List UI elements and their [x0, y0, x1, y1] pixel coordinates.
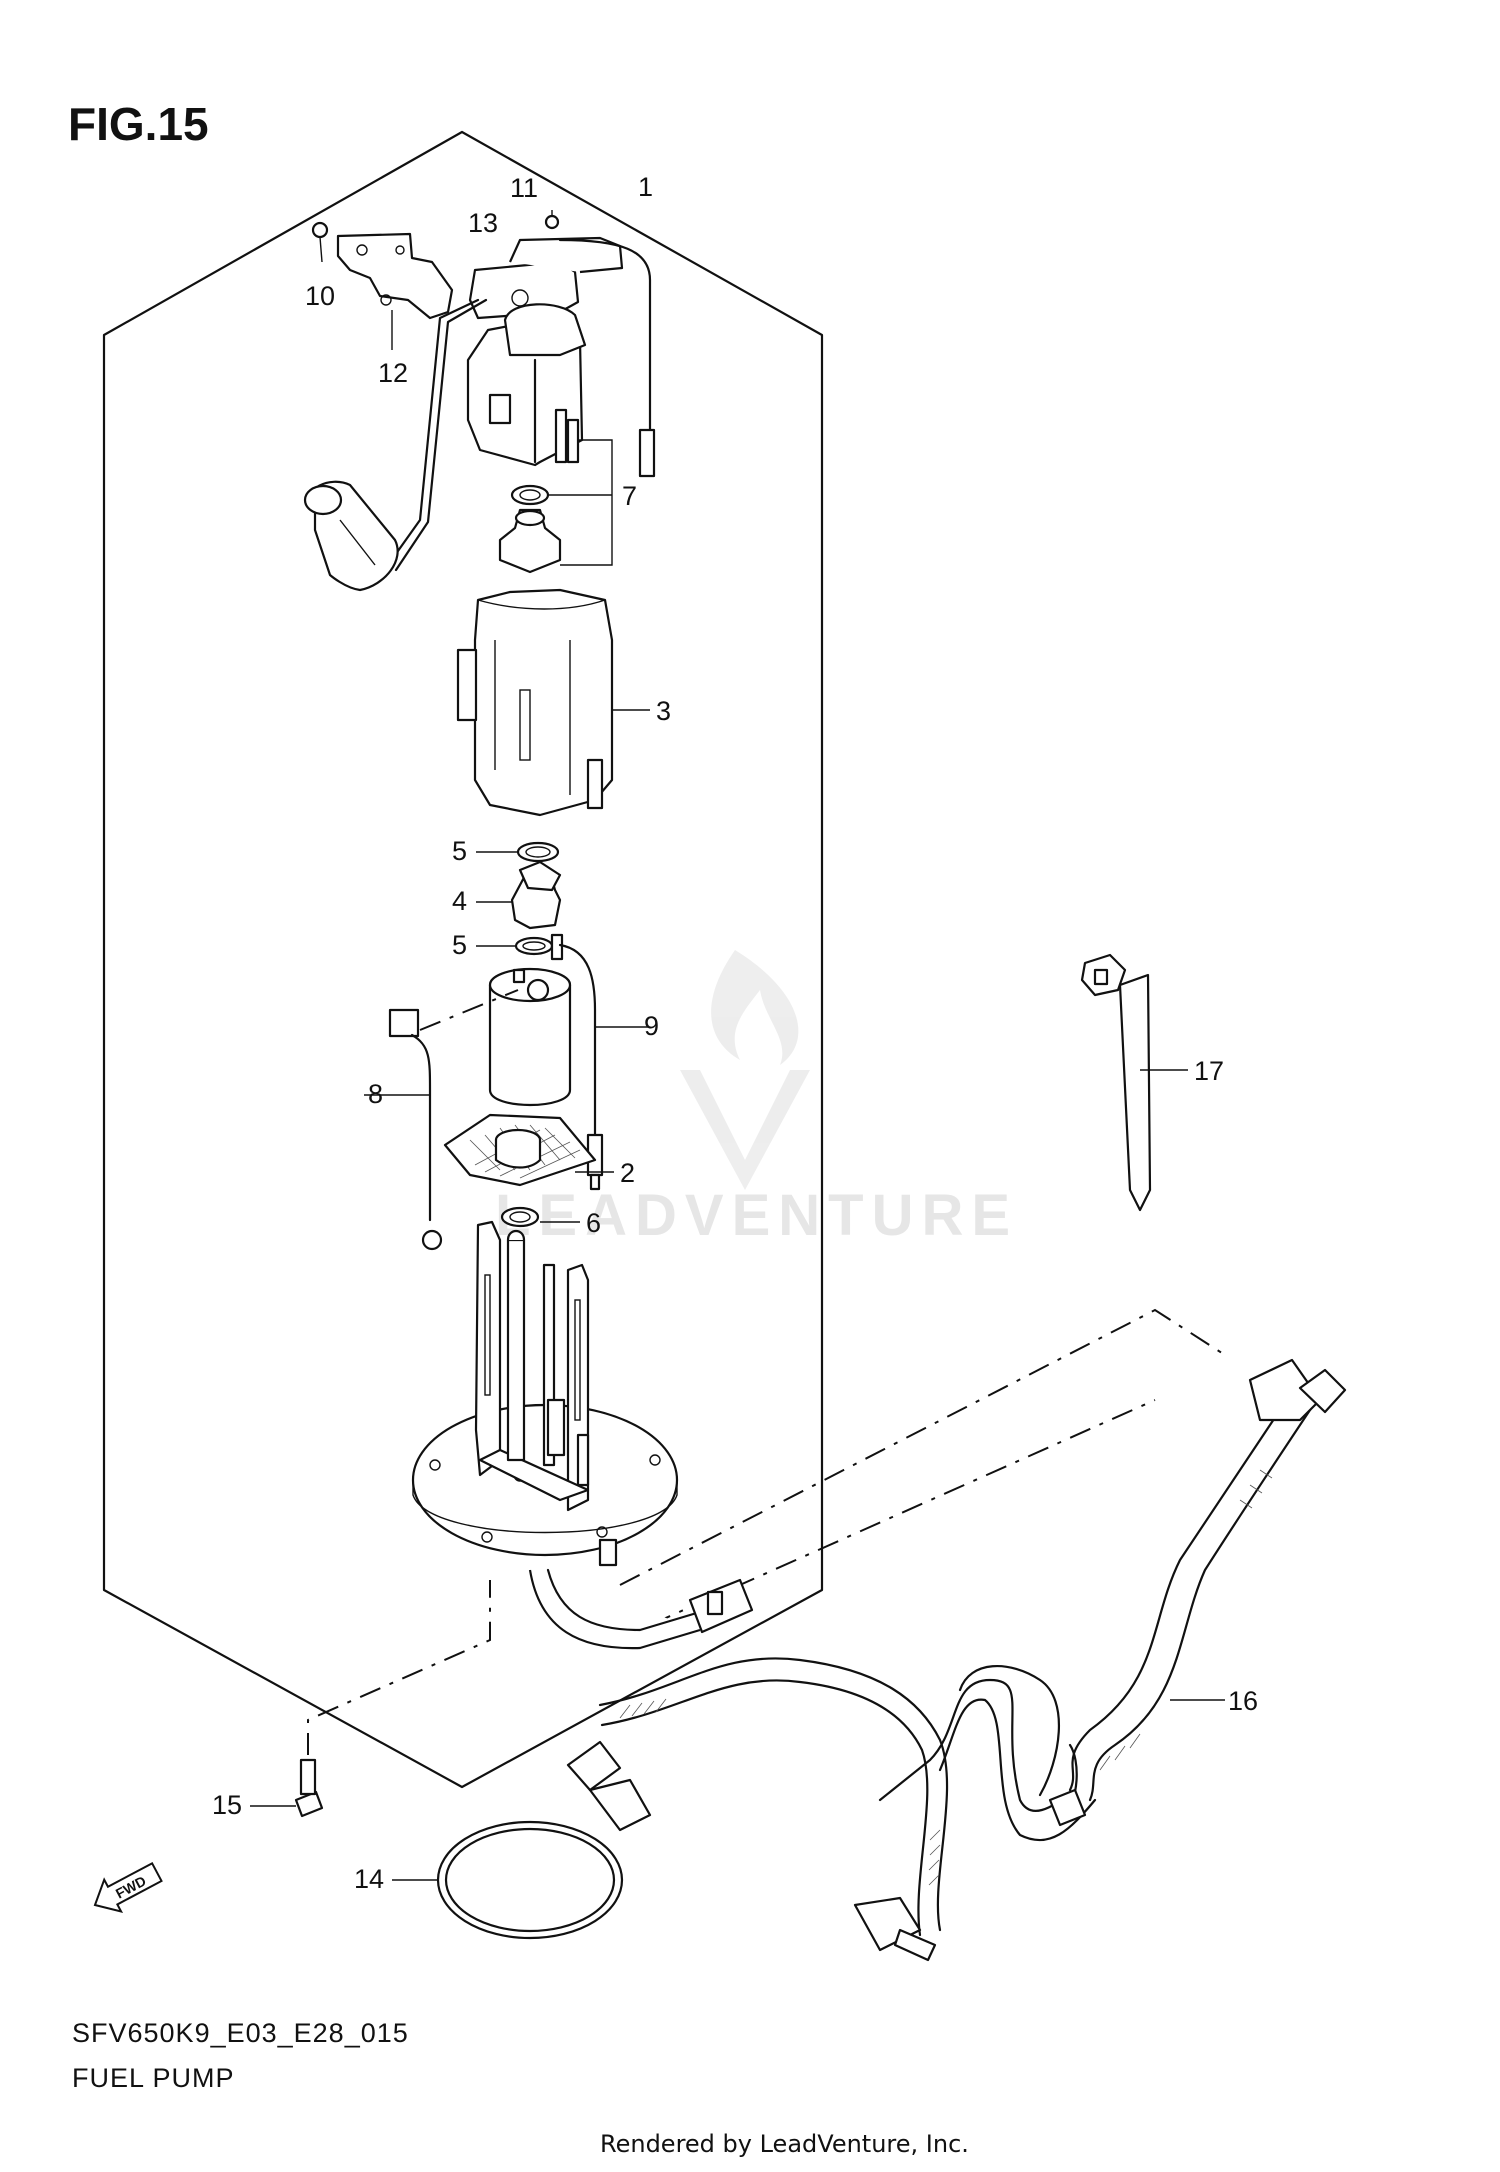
callout-6: 6 — [586, 1208, 601, 1238]
callout-5-lower: 5 — [452, 930, 467, 960]
pump-base-assembly — [411, 1220, 679, 1567]
o-ring-6 — [500, 1206, 580, 1228]
lead-wire-8 — [364, 989, 519, 1251]
joint-4 — [476, 860, 562, 930]
render-credit: Rendered by LeadVenture, Inc. — [600, 2130, 969, 2158]
fuel-pump-motor — [488, 933, 572, 1106]
callout-5-upper: 5 — [452, 836, 467, 866]
alignment-line-right-upper — [619, 1308, 1226, 1586]
watermark-logo — [680, 950, 810, 1190]
callout-1: 1 — [638, 172, 653, 202]
callout-4: 4 — [452, 886, 467, 916]
assembly-boundary — [102, 130, 824, 1789]
fwd-arrow-icon: FWD — [93, 1861, 163, 1914]
callout-8: 8 — [368, 1079, 383, 1109]
callout-15: 15 — [212, 1790, 242, 1820]
callout-13: 13 — [468, 208, 498, 238]
fuel-hose-16 — [528, 1358, 1347, 1962]
lead-wire-9 — [558, 943, 648, 1191]
figure-title: FIG.15 — [68, 98, 209, 150]
callout-16: 16 — [1228, 1686, 1258, 1716]
o-ring-5-upper — [476, 841, 560, 863]
fuel-level-gauge-13 — [303, 210, 656, 592]
callout-2: 2 — [620, 1158, 635, 1188]
callout-9: 9 — [644, 1011, 659, 1041]
callout-3: 3 — [656, 696, 671, 726]
bolt-15 — [250, 1758, 324, 1818]
figure-name: FUEL PUMP — [72, 2063, 235, 2093]
figure-code: SFV650K9_E03_E28_015 — [72, 2018, 409, 2048]
bracket-12 — [311, 221, 454, 350]
callout-11: 11 — [510, 173, 538, 203]
alignment-line-left — [307, 1580, 491, 1755]
o-ring-5-lower — [476, 936, 554, 956]
callout-17: 17 — [1194, 1056, 1224, 1086]
watermark-text: LEADVENTURE — [495, 1183, 1018, 1248]
filter-2 — [443, 1113, 614, 1187]
callout-12: 12 — [378, 358, 408, 388]
regulator-7 — [466, 303, 613, 574]
pump-case-3 — [456, 588, 650, 817]
callout-10: 10 — [305, 281, 335, 311]
clamp-17 — [1080, 953, 1188, 1212]
callout-7: 7 — [622, 481, 637, 511]
gasket-14 — [392, 1820, 624, 1940]
callout-14: 14 — [354, 1864, 384, 1894]
